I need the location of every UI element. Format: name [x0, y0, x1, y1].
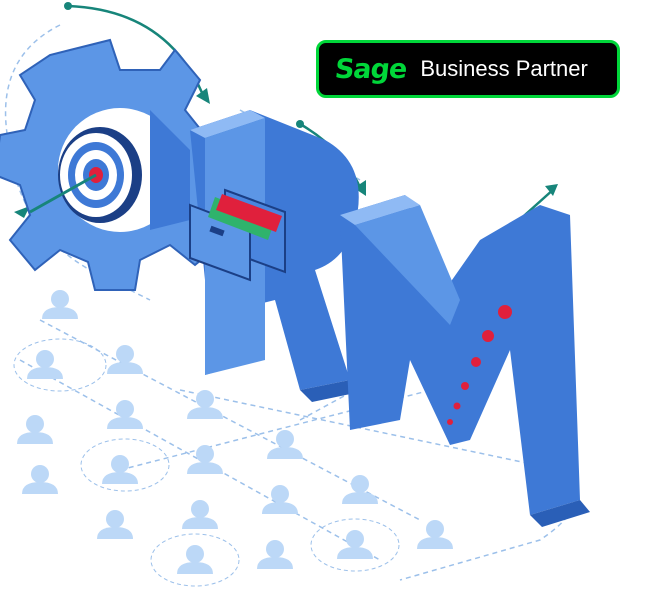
user-icon [102, 455, 138, 484]
user-icon [417, 520, 453, 549]
user-icon [337, 530, 373, 559]
file-drawer-icon [189, 188, 286, 282]
user-icon [177, 545, 213, 574]
user-icon [42, 290, 78, 319]
user-icon [182, 500, 218, 529]
user-icon [107, 345, 143, 374]
user-icons [13, 290, 453, 587]
sage-business-partner-badge: Sage Business Partner [316, 40, 620, 98]
user-icon [257, 540, 293, 569]
user-icon [267, 430, 303, 459]
letter-m [340, 195, 590, 527]
user-icon [187, 390, 223, 419]
target-icon [29, 127, 142, 223]
user-icon [262, 485, 298, 514]
user-icon [97, 510, 133, 539]
user-icon [17, 415, 53, 444]
badge-label: Business Partner [420, 56, 588, 81]
user-icon [22, 465, 58, 494]
user-icon [107, 400, 143, 429]
user-icon [342, 475, 378, 504]
sage-logo: Sage [333, 53, 408, 85]
user-icon [27, 350, 63, 379]
user-icon [187, 445, 223, 474]
